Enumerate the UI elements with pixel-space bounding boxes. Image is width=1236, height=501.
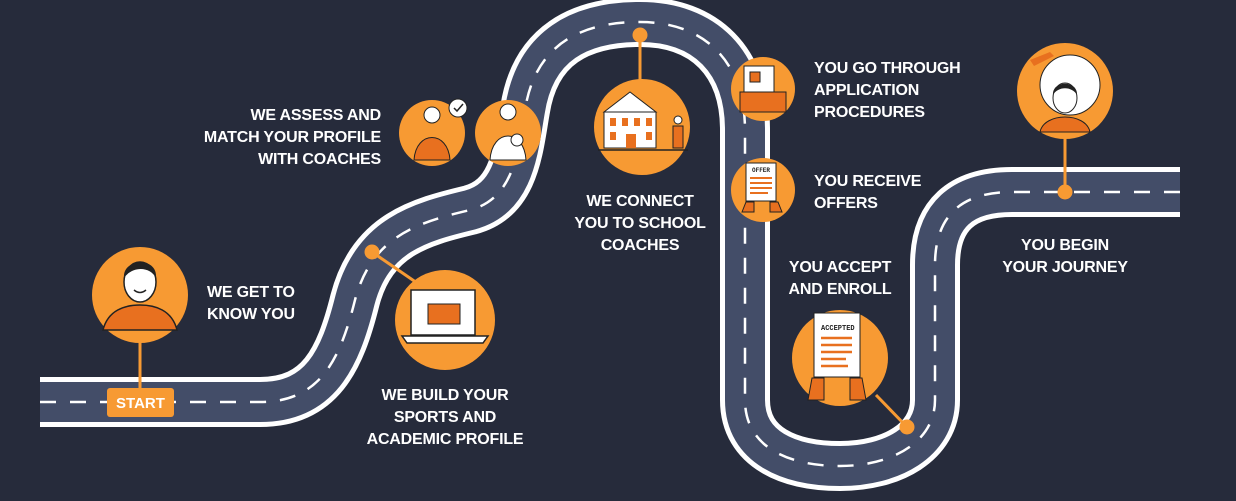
laptop-profile-icon	[395, 270, 495, 370]
connectors	[138, 27, 1073, 435]
accepted-badge-text: ACCEPTED	[821, 325, 855, 333]
school-building-icon	[594, 79, 690, 175]
accepted-letter-icon: ACCEPTED	[792, 310, 888, 406]
offer-badge-text: OFFER	[752, 167, 770, 174]
offer-letter-icon: OFFER	[731, 158, 795, 222]
globe-traveler-icon	[1017, 43, 1113, 139]
start-badge: START	[107, 388, 174, 417]
start-label: START	[116, 395, 165, 412]
application-folder-icon	[731, 57, 795, 121]
person-icon	[92, 247, 188, 343]
coaches-icon	[399, 98, 541, 166]
